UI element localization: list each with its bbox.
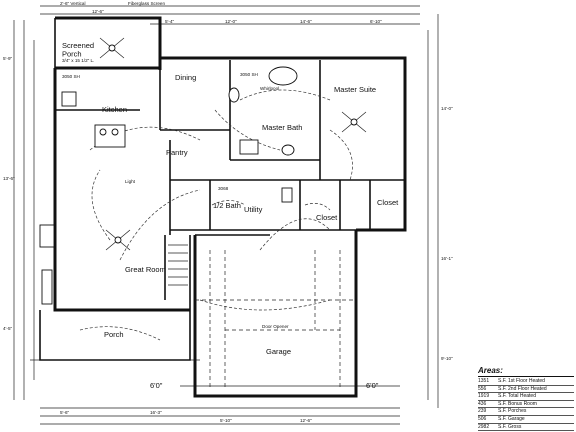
dimension-text: 14'-6"	[300, 19, 312, 24]
area-name: S.F. 2nd Floor Heated	[498, 385, 547, 392]
dimension-text: 13'-6"	[3, 176, 15, 181]
area-value: 506	[478, 415, 487, 422]
dimension-text: 3/4" x 15 1/2" L.	[62, 58, 94, 63]
room-label-utility: Utility	[244, 205, 263, 214]
area-row: 556 S.F. 2nd Floor Heated	[478, 386, 574, 394]
dimension-text: 6'0"	[150, 381, 163, 390]
area-value: 239	[478, 408, 487, 415]
garage-dashes	[195, 250, 356, 390]
area-name: S.F. Total Heated	[498, 393, 536, 400]
area-row: 239 S.F. Porches	[478, 408, 574, 416]
dimension-text: 5'-4"	[165, 19, 175, 24]
kitchen-island	[94, 124, 126, 148]
door-swings-and-wiring	[79, 89, 353, 341]
area-name: S.F. 1st Floor Heated	[498, 378, 545, 384]
area-value: 1351	[478, 378, 490, 384]
dimension-text: 3068	[218, 186, 229, 191]
room-label-half-bath: 1/2 Bath	[213, 201, 241, 210]
room-label-closet: Closet	[377, 198, 399, 207]
dimension-text: 5'-6"	[60, 410, 70, 415]
dimension-text: Fiberglass Screen	[128, 1, 165, 6]
fixture-label-whirlpool: Whirlpool	[260, 86, 279, 91]
area-name: S.F. Bonus Room	[498, 400, 537, 407]
dimension-text: 16'-1"	[441, 256, 453, 261]
stairs	[168, 244, 188, 286]
walls	[39, 16, 407, 398]
area-value: 436	[478, 400, 487, 407]
dimension-text: 4'-5"	[3, 326, 13, 331]
shower	[239, 139, 259, 155]
whirlpool-tub	[268, 66, 298, 86]
room-label-kitchen: Kitchen	[102, 105, 127, 114]
dimension-text: 12'-6"	[92, 9, 104, 14]
bench	[41, 269, 53, 305]
dimension-text: 14'-0"	[441, 106, 453, 111]
ceiling-fan-icon	[341, 111, 367, 133]
dimension-text: 16'-3"	[150, 410, 162, 415]
fixtures	[39, 66, 298, 305]
area-value: 2982	[478, 423, 490, 430]
room-label-porch: Porch	[104, 330, 124, 339]
dimension-text: 5'-10"	[220, 418, 232, 423]
toilet	[228, 87, 240, 103]
area-value: 1919	[478, 393, 490, 400]
area-row: 1919 S.F. Total Heated	[478, 393, 574, 401]
dimension-text: 3050 SH	[240, 72, 258, 77]
kitchen-sink	[61, 91, 77, 107]
dimension-text: 3050 SH	[62, 74, 80, 79]
area-value: 556	[478, 385, 487, 392]
fireplace	[39, 224, 55, 248]
room-label-garage: Garage	[266, 347, 291, 356]
area-name: S.F. Porches	[498, 408, 527, 415]
lavatory	[281, 144, 295, 156]
dimension-text: 12'-0"	[225, 19, 237, 24]
dimension-text: 6'-10"	[370, 19, 382, 24]
dimension-text: 12'-6"	[300, 418, 312, 423]
room-label-master-bath: Master Bath	[262, 123, 302, 132]
area-row: 436 S.F. Bonus Room	[478, 401, 574, 409]
washer	[281, 187, 293, 203]
room-label-master-suite: Master Suite	[334, 85, 376, 94]
dimension-text: 2'-6" Vertical	[60, 1, 86, 6]
areas-title: Areas:	[478, 366, 574, 377]
room-label-dining: Dining	[175, 73, 196, 82]
area-row: 1351 S.F. 1st Floor Heated	[478, 378, 574, 386]
room-label-great-room: Great Room	[125, 265, 166, 274]
dimension-text: 6'0"	[366, 381, 379, 390]
ceiling-fan-icon	[105, 229, 131, 251]
area-row: 2982 S.F. Gross	[478, 424, 574, 432]
ceiling-fan-icon	[99, 37, 125, 59]
room-label-closet: Closet	[316, 213, 338, 222]
fixture-label-door-opener: Door Opener	[262, 324, 289, 329]
area-name: S.F. Garage	[498, 415, 525, 422]
dimension-text: 5'-9"	[3, 56, 13, 61]
area-row: 506 S.F. Garage	[478, 416, 574, 424]
room-label-pantry: Pantry	[166, 148, 188, 157]
area-name: S.F. Gross	[498, 423, 522, 430]
fixture-label-light: Light	[125, 179, 136, 184]
dimension-text: 9'-10"	[441, 356, 453, 361]
